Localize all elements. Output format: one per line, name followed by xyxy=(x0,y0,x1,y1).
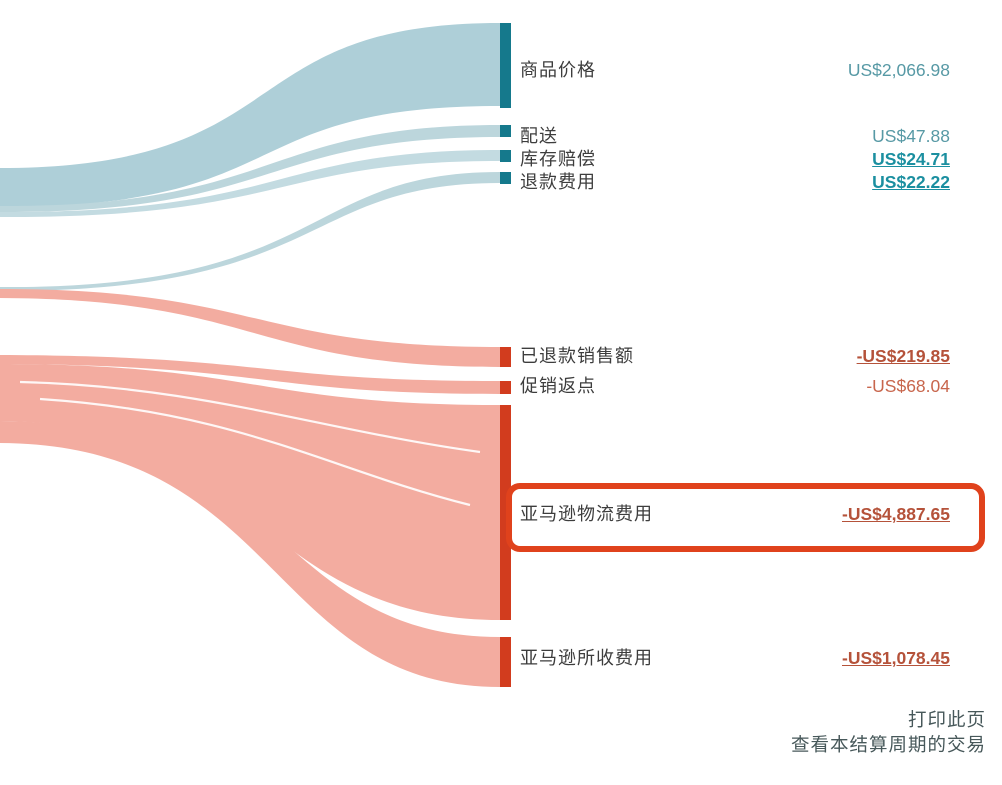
row-refund-fees: 退款费用 US$22.22 xyxy=(520,169,950,195)
node-promo-rebates xyxy=(500,381,511,394)
footer-links: 打印此页 查看本结算周期的交易 xyxy=(791,707,986,757)
row-label: 已退款销售额 xyxy=(520,346,634,366)
highlight-box xyxy=(506,483,985,552)
row-label: 促销返点 xyxy=(520,376,596,396)
row-amazon-fees: 亚马逊所收费用 -US$1,078.45 xyxy=(520,645,950,671)
row-value: US$47.88 xyxy=(872,126,950,146)
flow-amazon-fees xyxy=(0,421,500,687)
row-shipping: 配送 US$47.88 xyxy=(520,123,950,149)
row-label: 商品价格 xyxy=(520,60,596,80)
row-value-link[interactable]: -US$219.85 xyxy=(856,346,950,366)
row-value-link[interactable]: -US$1,078.45 xyxy=(842,648,950,668)
node-inventory-reimbursement xyxy=(500,150,511,162)
node-fba-fees xyxy=(500,405,511,620)
row-label: 亚马逊物流费用 xyxy=(520,504,653,524)
flow-inventory-reimbursement xyxy=(0,150,500,218)
flow-product-charges xyxy=(0,23,500,207)
row-label: 退款费用 xyxy=(520,172,596,192)
view-transactions-link[interactable]: 查看本结算周期的交易 xyxy=(790,734,986,755)
node-amazon-fees xyxy=(500,637,511,687)
row-value: -US$68.04 xyxy=(866,376,950,396)
flow-refund-fees xyxy=(0,172,500,292)
flow-promo-rebates xyxy=(0,355,500,394)
flow-shipping xyxy=(0,125,500,213)
row-label: 配送 xyxy=(520,126,558,146)
node-refund-fees xyxy=(500,172,511,184)
row-fba-fees: 亚马逊物流费用 -US$4,887.65 xyxy=(520,501,950,527)
row-product-charges: 商品价格 US$2,066.98 xyxy=(520,57,950,83)
flow-fba-fees xyxy=(0,364,500,620)
print-page-link[interactable]: 打印此页 xyxy=(907,709,986,730)
row-refunded-sales: 已退款销售额 -US$219.85 xyxy=(520,343,950,369)
node-shipping xyxy=(500,125,511,137)
row-inventory-reimbursement: 库存赔偿 US$24.71 xyxy=(520,146,950,172)
row-value-link[interactable]: US$22.22 xyxy=(872,172,950,192)
flow-refunded-sales xyxy=(0,289,500,367)
node-product-charges xyxy=(500,23,511,108)
node-refunded-sales xyxy=(500,347,511,367)
row-label: 亚马逊所收费用 xyxy=(520,648,653,668)
flow-separator-line xyxy=(39,397,471,507)
row-value-link[interactable]: US$24.71 xyxy=(872,149,950,169)
flow-separator-line xyxy=(19,380,481,454)
row-value: US$2,066.98 xyxy=(847,60,950,80)
row-value-link[interactable]: -US$4,887.65 xyxy=(842,504,950,524)
row-label: 库存赔偿 xyxy=(520,149,596,169)
row-promo-rebates: 促销返点 -US$68.04 xyxy=(520,373,950,399)
